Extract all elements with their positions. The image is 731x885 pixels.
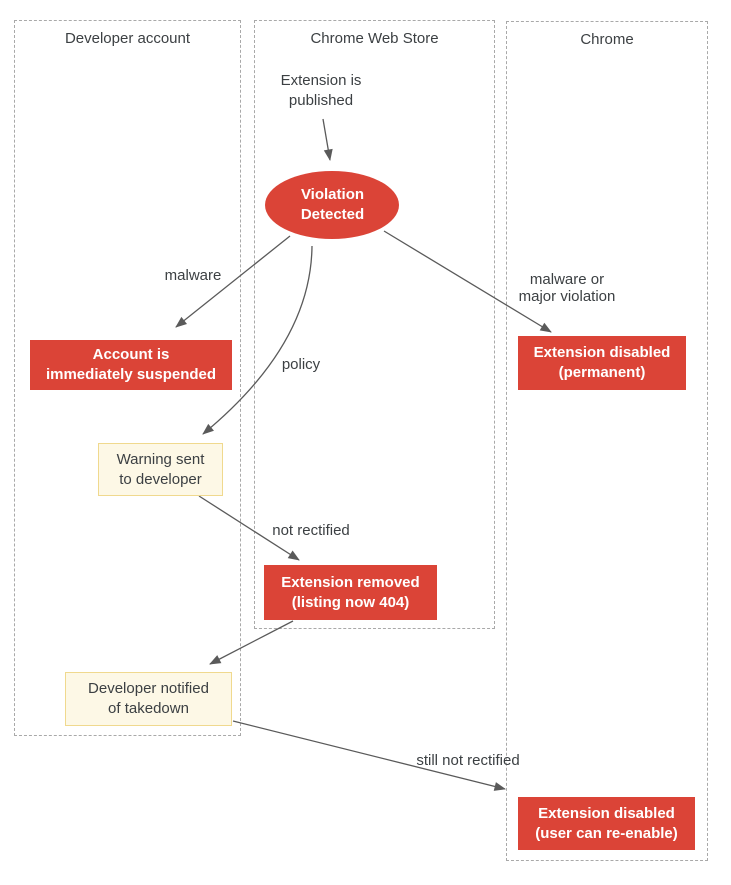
node-developer-notified: Developer notified of takedown	[65, 672, 232, 726]
lane-title-chrome: Chrome	[580, 31, 634, 48]
node-violation-detected: Violation Detected	[300, 185, 365, 223]
arrow-removed-to-notified	[209, 620, 294, 665]
arrow-policy-to-warning	[202, 245, 313, 435]
lane-developer-account: Developer account	[14, 20, 241, 736]
edge-label-not-rectified: not rectified	[272, 522, 350, 539]
edge-label-malware: malware	[164, 267, 222, 284]
arrow-major-violation-to-disabled-permanent	[383, 230, 552, 333]
lane-title-developer-account: Developer account	[64, 30, 191, 47]
node-extension-published: Extension is published	[280, 72, 362, 109]
arrow-not-rectified-to-removed	[198, 495, 300, 561]
edge-label-still-not-rectified: still not rectified	[416, 752, 520, 769]
node-extension-disabled-reenable: Extension disabled (user can re-enable)	[518, 797, 695, 850]
violation-detected-ellipse	[265, 171, 399, 239]
node-extension-removed: Extension removed (listing now 404)	[264, 565, 437, 620]
node-warning-sent: Warning sent to developer	[98, 443, 223, 496]
arrow-still-not-rectified-to-reenable	[232, 720, 506, 791]
edge-label-policy: policy	[281, 356, 321, 373]
lane-chrome-web-store: Chrome Web Store	[254, 20, 495, 629]
node-account-suspended: Account is immediately suspended	[30, 340, 232, 390]
node-extension-disabled-permanent: Extension disabled (permanent)	[518, 336, 686, 390]
lane-chrome: Chrome	[506, 21, 708, 861]
arrow-malware-to-account-suspended	[175, 235, 291, 328]
edge-label-malware-or-major-violation: malware or major violation	[518, 271, 616, 306]
lane-title-chrome-web-store: Chrome Web Store	[310, 30, 439, 47]
arrow-published-to-violation	[322, 118, 333, 161]
